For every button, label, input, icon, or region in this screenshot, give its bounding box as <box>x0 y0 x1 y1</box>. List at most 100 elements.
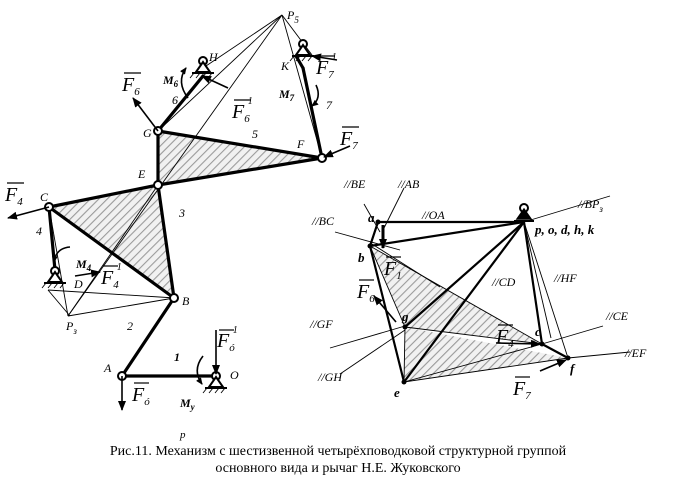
svg-text:F71: F71 <box>315 52 337 81</box>
label-g: G <box>143 126 152 140</box>
line-label-cd: //CD <box>491 275 516 289</box>
svg-text:F1: F1 <box>383 258 402 282</box>
label-k: K <box>280 59 290 73</box>
force-label-f4-inertia: F41 <box>100 262 122 291</box>
lever-pole-support <box>514 203 534 222</box>
lever-label-c: c <box>535 324 541 339</box>
force-labels: F4 F6 F61 F7 F71 F41 <box>4 52 359 408</box>
caption-line-1: Рис.11. Механизм с шестизвенной четырёхп… <box>110 444 567 459</box>
joint-b <box>169 293 179 303</box>
force-label-fob: Fó1 <box>216 325 238 354</box>
force-label-f6: F6 <box>121 72 141 98</box>
lever-triangle-gef <box>404 327 568 382</box>
svg-text:F4: F4 <box>495 326 514 350</box>
line-label-gh: //GH <box>317 370 343 384</box>
moment-my: My <box>179 396 196 412</box>
triangle-cbe <box>49 185 174 298</box>
lever-label-pole: p, o, d, h, k <box>534 222 595 237</box>
triangle-gfe <box>158 131 322 185</box>
lever-point-f <box>565 355 571 361</box>
line-label-be: //BE <box>343 177 366 191</box>
caption-line-2: основного вида и рычаг Н.Е. Жуковского <box>215 461 460 476</box>
lever-force-f4: F4 <box>495 324 514 350</box>
lever-point-e <box>401 379 407 385</box>
svg-text:Fó1: Fó1 <box>216 325 238 354</box>
link-7: 7 <box>326 98 333 112</box>
moment-m6: M6 <box>162 73 179 89</box>
mechanism-scheme: A B C D E F G H K O 1 2 3 4 5 6 7 Pз P5 <box>4 8 359 412</box>
svg-text:F41: F41 <box>100 262 122 291</box>
force-label-f4: F4 <box>4 182 24 208</box>
force-label-f7: F7 <box>339 126 359 152</box>
line-label-ef: //EF <box>624 346 647 360</box>
label-e: E <box>137 167 146 181</box>
label-p5: P5 <box>286 8 299 25</box>
link-4: 4 <box>36 224 42 238</box>
label-a: A <box>103 361 112 375</box>
lever-label-e: e <box>394 385 400 400</box>
lever-point-b <box>367 243 373 249</box>
label-p3: Pз <box>65 319 77 336</box>
line-label-ab: //AB <box>397 177 420 191</box>
lever-label-g: g <box>401 309 409 324</box>
lever-force-f6: F6 <box>356 279 375 305</box>
link-2: 2 <box>127 319 133 333</box>
ground-support-o <box>202 371 227 394</box>
svg-text:F7: F7 <box>339 128 358 152</box>
link-6: 6 <box>172 93 178 107</box>
lever-force-f1: F1 <box>383 256 402 282</box>
force-arrows <box>7 53 351 411</box>
lever-line-labels: //BE //AB //BC //OA //BPз //CD //HF //GF… <box>309 177 647 384</box>
label-f: F <box>296 137 305 151</box>
joint-e <box>153 180 163 190</box>
line-label-gf: //GF <box>309 317 333 331</box>
joint-f <box>317 153 327 163</box>
line-label-hf: //HF <box>553 271 577 285</box>
moment-labels: M4 M6 M7 My <box>75 73 295 412</box>
svg-text:F6: F6 <box>121 74 140 98</box>
lever-force-f7: F7 <box>512 376 531 402</box>
label-h: H <box>208 50 219 64</box>
svg-text:Fó: Fó <box>131 384 150 408</box>
label-c: C <box>40 190 49 204</box>
link-1: 1 <box>174 350 180 364</box>
force-label-f6-inertia: F61 <box>231 96 253 125</box>
force-label-f7-inertia: F71 <box>315 52 337 81</box>
svg-text:F4: F4 <box>4 184 23 208</box>
lever-point-g <box>402 324 408 330</box>
line-label-ce: //CE <box>605 309 629 323</box>
label-o: O <box>230 368 239 382</box>
lever-point-labels: a b g c e f p, o, d, h, k <box>358 210 595 400</box>
force-label-f-sub: Fó <box>131 382 150 408</box>
lever-label-b: b <box>358 250 365 265</box>
moment-m4: M4 <box>75 257 92 273</box>
lever-thick-lines <box>368 220 569 383</box>
lever-force-arrows <box>373 225 567 372</box>
moment-m7: M7 <box>278 87 295 103</box>
label-b: B <box>182 294 190 308</box>
label-d: D <box>73 277 83 291</box>
moment-arcs <box>51 67 320 385</box>
line-label-bc: //BC <box>311 214 335 228</box>
point-labels: A B C D E F G H K O <box>40 50 305 382</box>
line-label-bp: //BPз <box>577 197 603 214</box>
lever-label-a: a <box>368 210 375 225</box>
link-3: 3 <box>178 206 185 220</box>
lever-label-f: f <box>570 361 576 376</box>
svg-text:F61: F61 <box>231 96 253 125</box>
ground-support-k <box>289 39 314 62</box>
lever-point-c <box>539 341 545 347</box>
ground-support-h <box>189 56 214 79</box>
line-label-oa: //OA <box>421 208 445 222</box>
ground-support-d <box>41 266 66 289</box>
zhukovsky-lever: //BE //AB //BC //OA //BPз //CD //HF //GF… <box>309 177 647 402</box>
svg-text:F7: F7 <box>512 378 531 402</box>
stray-label-p: p <box>179 429 186 441</box>
svg-text:F6: F6 <box>356 281 375 305</box>
lever-point-a <box>375 219 381 225</box>
link-numbers: 1 2 3 4 5 6 7 <box>36 93 333 364</box>
links <box>47 54 324 378</box>
link-5: 5 <box>252 127 258 141</box>
lever-force-labels: F1 F6 F4 F7 <box>356 256 531 402</box>
